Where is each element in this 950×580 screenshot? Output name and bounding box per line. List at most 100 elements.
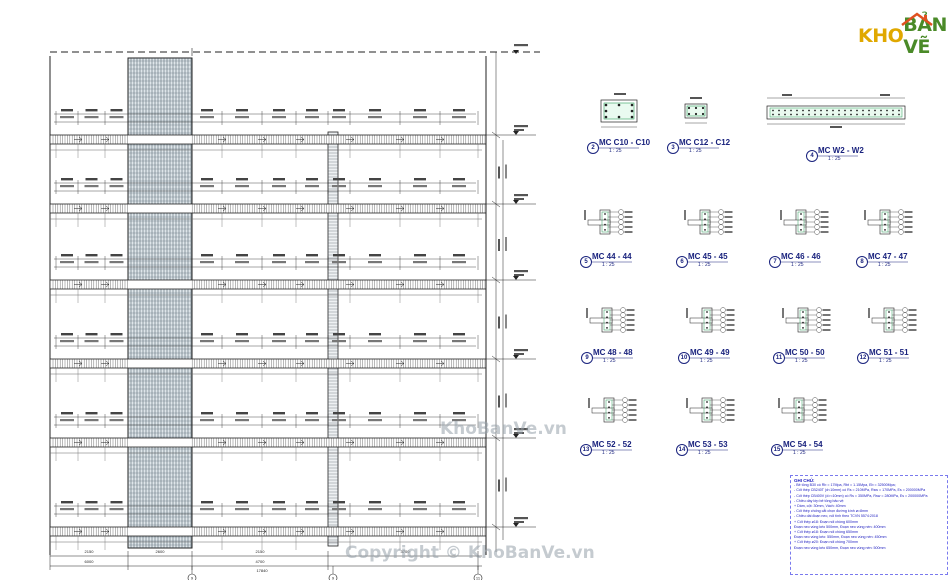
rebar-arrow xyxy=(346,281,355,288)
logo: KHO BẢN VẼ xyxy=(858,12,950,58)
rebar-spec-mark xyxy=(305,116,319,119)
section-callout-circle xyxy=(898,229,904,235)
rebar-arrow xyxy=(436,281,445,288)
rebar-spec-mark xyxy=(305,508,319,511)
dimension-text-mark xyxy=(273,178,285,181)
wall-rebar-dot xyxy=(832,113,834,116)
section-callout-text xyxy=(628,404,637,406)
section-scale: 1 : 25 xyxy=(878,262,891,268)
section-callout-circle xyxy=(620,312,626,318)
section-callout-text xyxy=(822,314,831,316)
wall-rebar-dot xyxy=(814,113,816,116)
axis-bubble xyxy=(328,573,338,580)
rebar-spec-mark xyxy=(109,419,124,422)
section-rebar-dot xyxy=(888,311,890,313)
section-callout-text xyxy=(624,226,633,228)
wall-rebar-dot xyxy=(898,113,900,116)
rebar-spec-mark xyxy=(109,116,124,119)
section-callout-circle xyxy=(720,322,726,328)
section-slab-outline xyxy=(591,407,615,414)
rebar-arrow xyxy=(396,136,405,143)
dimension-text-mark xyxy=(306,333,318,336)
side-dim-text-mark xyxy=(498,479,500,492)
section-rebar-dot xyxy=(608,401,610,403)
section-scale: 1 : 25 xyxy=(700,358,713,364)
section-scale: 1 : 25 xyxy=(879,358,892,364)
rebar-spec-mark xyxy=(84,508,99,511)
axis-bubble-label: 9 xyxy=(332,576,335,580)
rebar-spec-mark xyxy=(368,419,382,422)
section-rebar-dot xyxy=(802,327,804,329)
level-text-mark xyxy=(514,129,524,131)
rebar-spec-mark xyxy=(272,261,286,264)
section-rebar-dot xyxy=(706,417,708,419)
level-text-mark xyxy=(514,353,524,355)
section-rebar-dot xyxy=(798,411,800,414)
section-dim-mark xyxy=(686,308,688,318)
section-callout-text xyxy=(820,211,829,213)
dimension-text-mark xyxy=(453,254,465,257)
rebar-spec-mark xyxy=(413,340,427,343)
watermark-center: KhoBanVe.vn xyxy=(440,419,567,439)
rebar-arrow xyxy=(101,528,110,535)
rebar-arrow xyxy=(101,136,110,143)
section-callout-circle xyxy=(720,397,726,403)
section-callout-text xyxy=(904,226,913,228)
rebar-arrow xyxy=(74,528,83,535)
section-callout-circle xyxy=(814,214,820,220)
rebar-spec-mark xyxy=(332,261,346,264)
rebar-arrow xyxy=(74,439,83,446)
section-callout-text xyxy=(628,414,637,416)
rebar-spec-mark xyxy=(413,419,427,422)
dimension-text-mark xyxy=(273,501,285,504)
section-rebar-dot xyxy=(802,311,804,313)
bottom-dimension-text: 6000 xyxy=(85,559,95,564)
section-callout-circle xyxy=(720,402,726,408)
section-callout-circle xyxy=(902,327,908,333)
section-callout-text xyxy=(908,314,917,316)
dimension-text-mark xyxy=(453,333,465,336)
section-callout-text xyxy=(726,309,735,311)
section-callout-text xyxy=(624,211,633,213)
rebar-spec-mark xyxy=(200,340,214,343)
section-number-bubble: 4 xyxy=(806,150,818,162)
section-callout-circle xyxy=(814,224,820,230)
section-dim-mark xyxy=(864,210,866,220)
rebar-spec-mark xyxy=(368,508,382,511)
wall-rebar-dot xyxy=(790,109,792,112)
wall-rebar-dot xyxy=(892,113,894,116)
bottom-dimension-text: 3700 xyxy=(401,549,411,554)
section-rebar-dot xyxy=(704,229,706,231)
section-rebar-dot xyxy=(604,213,606,215)
rebar-arrow xyxy=(74,281,83,288)
rebar-spec-mark xyxy=(84,116,99,119)
section-callout-text xyxy=(822,324,831,326)
notes-lines: - Bê tông B30 có Rb = 17Mpa, Rbt = 1.15M… xyxy=(794,483,944,551)
section-5-drawing xyxy=(584,209,633,235)
dimension-text-mark xyxy=(333,333,345,336)
rebar-arrow xyxy=(346,205,355,212)
section-callout-circle xyxy=(622,397,628,403)
section-callout-text xyxy=(624,221,633,223)
wall-rebar-dot xyxy=(874,109,876,112)
section-callout-circle xyxy=(902,317,908,323)
section-dim-mark xyxy=(614,93,626,95)
section-title: MC 48 - 48 xyxy=(593,348,633,357)
section-number-bubble: 10 xyxy=(678,352,690,364)
section-scale: 1 : 25 xyxy=(698,450,711,456)
notes-title: GHI CHÚ: xyxy=(794,478,815,483)
dimension-text-mark xyxy=(453,178,465,181)
rebar-spec-mark xyxy=(109,261,124,264)
section-callout-circle xyxy=(620,317,626,323)
section-number-bubble: 15 xyxy=(771,444,783,456)
section-slab-outline xyxy=(785,317,809,324)
rebar-spec-mark xyxy=(305,261,319,264)
section-callout-circle xyxy=(720,327,726,333)
rebar-spec-mark xyxy=(452,185,466,188)
dimension-text-mark xyxy=(85,333,98,336)
rebar-spec-mark xyxy=(332,185,346,188)
level-marker-icon xyxy=(513,276,519,280)
dimension-text-mark xyxy=(369,178,381,181)
section-dim-mark xyxy=(586,308,588,318)
section-scale: 1 : 25 xyxy=(828,156,841,162)
